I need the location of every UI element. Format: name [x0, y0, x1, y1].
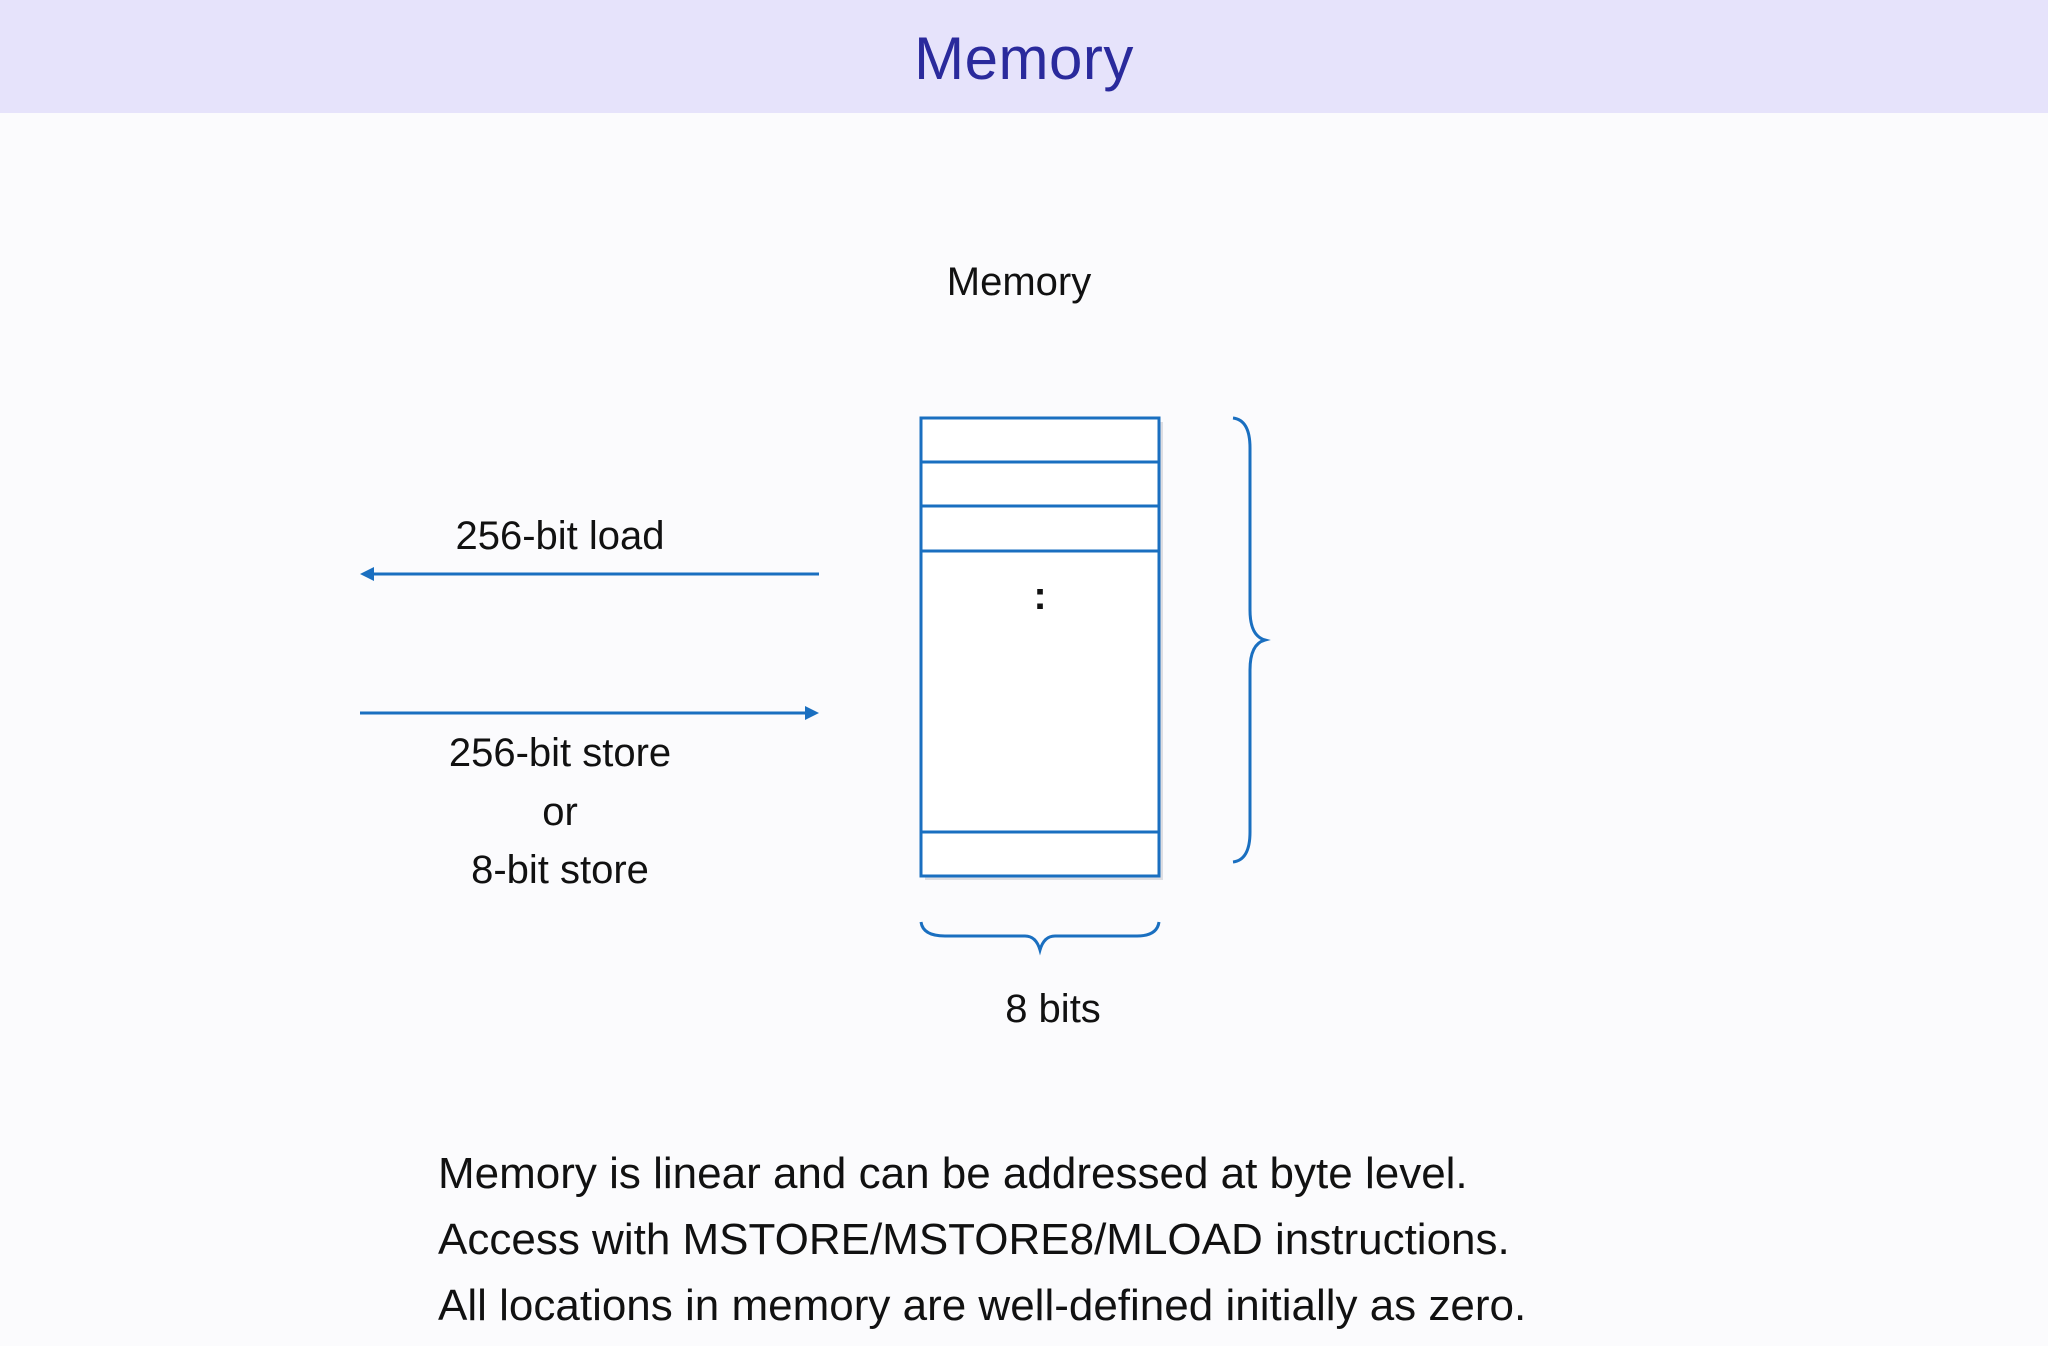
description-line: Access with MSTORE/MSTORE8/MLOAD instruc… — [438, 1215, 1510, 1264]
load-label: 256-bit load — [455, 514, 665, 558]
description-line: Memory is linear and can be addressed at… — [438, 1149, 1468, 1198]
page-title: Memory — [914, 24, 1134, 92]
memory-ellipsis: : — [1033, 574, 1047, 618]
store-arrow — [360, 706, 819, 720]
memory-block-outline — [919, 416, 1161, 878]
store-label: 256-bit store — [448, 731, 672, 775]
store-or-label: or — [542, 790, 578, 834]
memory-label: Memory — [946, 260, 1092, 304]
load-arrow — [360, 567, 819, 581]
width-label: 8 bits — [1005, 987, 1101, 1031]
title-bar: Memory — [0, 0, 2048, 113]
bottom-brace — [919, 921, 1161, 956]
description-line: All locations in memory are well-defined… — [438, 1281, 1527, 1330]
description: Memory is linear and can be addressed at… — [438, 1141, 1998, 1339]
right-brace — [1232, 416, 1271, 864]
store-8bit-label: 8-bit store — [471, 848, 649, 892]
memory-block — [919, 416, 1163, 880]
